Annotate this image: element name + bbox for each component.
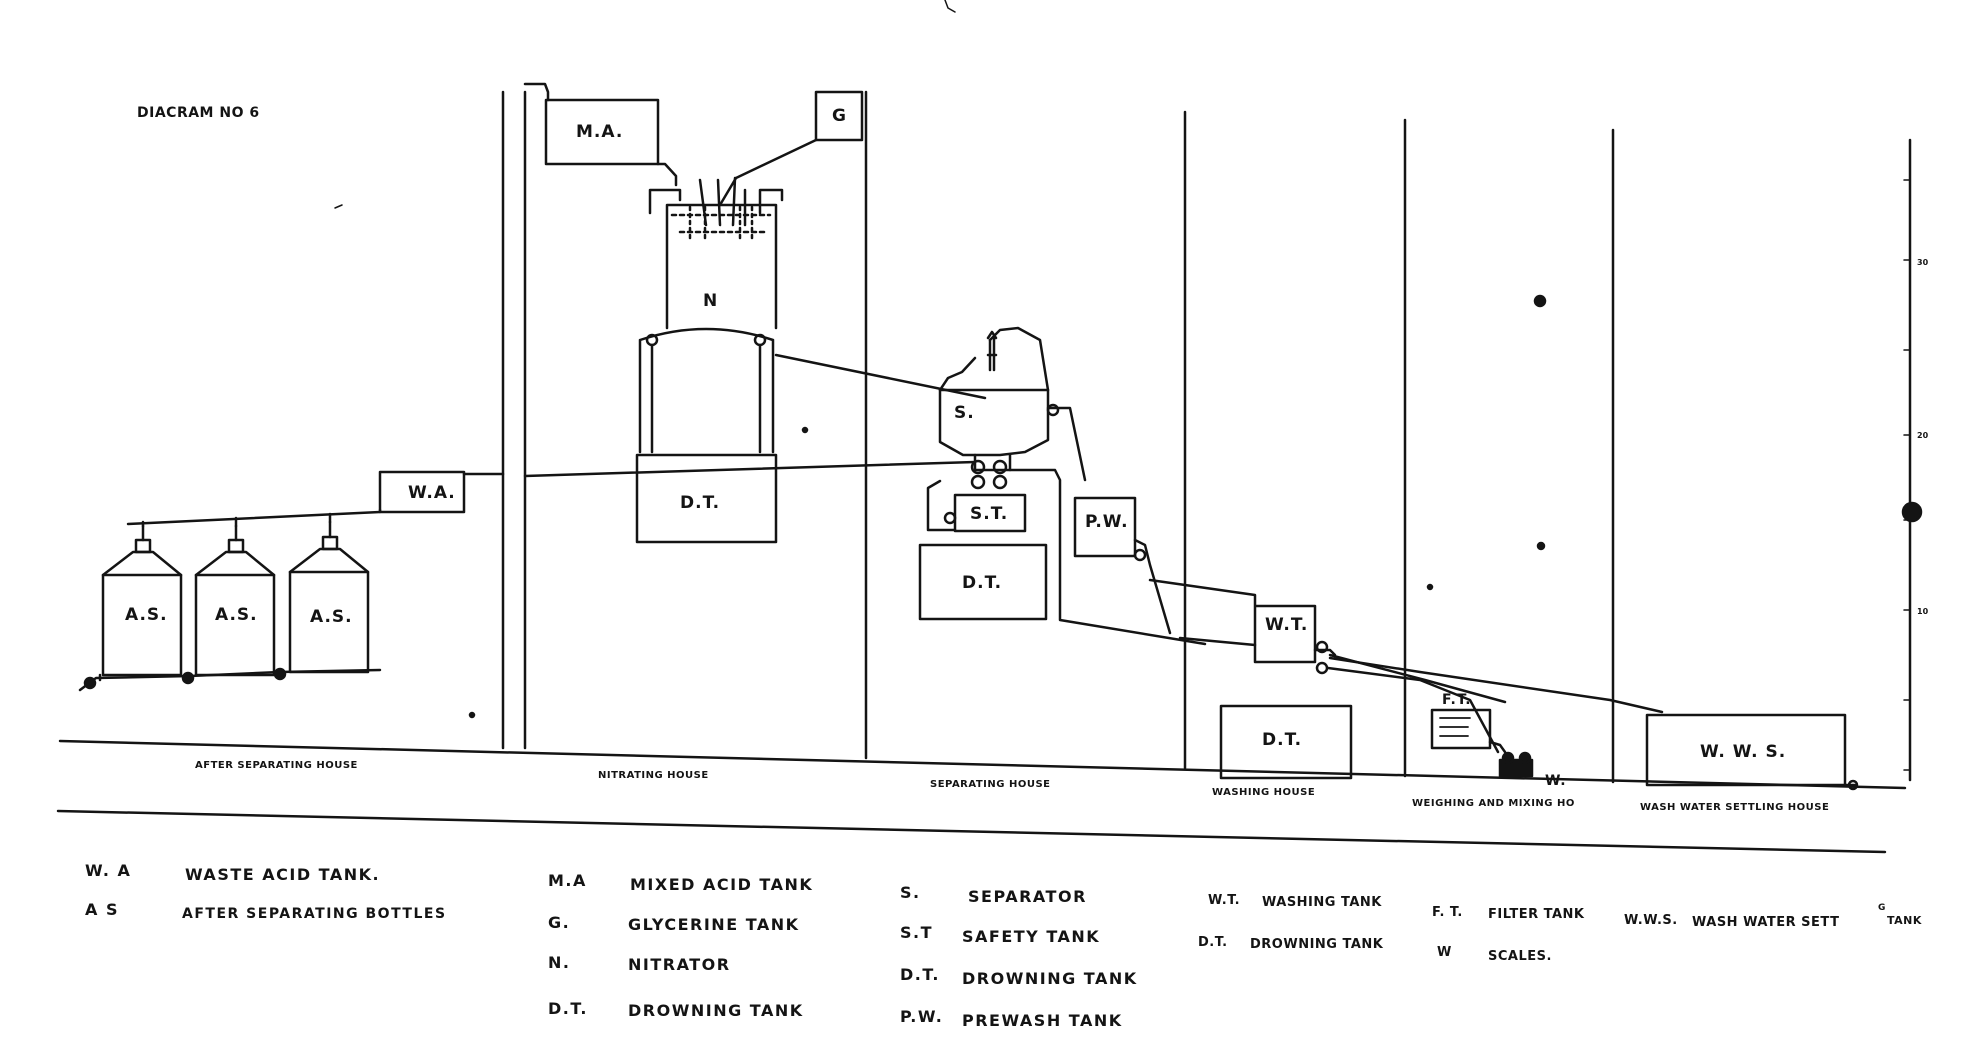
legend-code: S. xyxy=(900,883,921,902)
legend-code: W xyxy=(1437,945,1452,960)
legend-text: AFTER SEPARATING BOTTLES xyxy=(182,906,447,922)
tank-label-pw: P.W. xyxy=(1085,512,1129,532)
house-label-separating: SEPARATING HOUSE xyxy=(930,779,1050,790)
legend: W. A WASTE ACID TANK. A S AFTER SEPARATI… xyxy=(85,861,1922,1030)
scale-tick-10: 10 xyxy=(1917,607,1929,616)
tank-label-as-3: A.S. xyxy=(310,607,353,627)
house-label-wash-water: WASH WATER SETTLING HOUSE xyxy=(1640,802,1829,813)
legend-code: F. T. xyxy=(1432,905,1463,920)
as-bottle-3 xyxy=(288,520,370,674)
legend-text: WASH WATER SETT xyxy=(1692,915,1839,930)
legend-text: MIXED ACID TANK xyxy=(630,875,813,894)
separator xyxy=(938,326,1050,457)
house-label-after-separating: AFTER SEPARATING HOUSE xyxy=(195,760,358,771)
legend-text: WASTE ACID TANK. xyxy=(185,865,380,884)
legend-text: GLYCERINE TANK xyxy=(628,915,800,934)
legend-code: N. xyxy=(548,953,570,972)
legend-code: W. A xyxy=(85,861,131,880)
nitrator-lower xyxy=(638,327,775,454)
ma-tank xyxy=(544,98,660,166)
legend-text: DROWNING TANK xyxy=(1250,937,1384,952)
pw-tank xyxy=(1073,496,1137,558)
tank-label-dt-separating: D.T. xyxy=(962,573,1002,593)
tank-label-n: N xyxy=(703,291,718,311)
wa-tank xyxy=(378,470,466,514)
ground-line xyxy=(58,739,1907,790)
pipe-pw-to-wt xyxy=(1148,578,1257,607)
wws-tank xyxy=(1645,713,1847,787)
legend-text: DROWNING TANK xyxy=(628,1001,804,1020)
tank-label-ma: M.A. xyxy=(576,122,623,142)
tank-label-ft: F.T. xyxy=(1442,692,1472,708)
dt-washing xyxy=(1219,704,1353,780)
tank-label-as-2: A.S. xyxy=(215,605,258,625)
tank-label-wa: W.A. xyxy=(408,483,456,503)
scale-tick-30: 30 xyxy=(1917,258,1929,267)
pipe-long-to-wws xyxy=(1328,656,1664,714)
as-bottle-1 xyxy=(101,524,183,677)
legend-code: S.T xyxy=(900,923,933,942)
legend-code: D.T. xyxy=(548,999,588,1018)
legend-text: SEPARATOR xyxy=(968,887,1087,906)
wt-tank xyxy=(1253,604,1317,664)
nitrator xyxy=(665,203,778,330)
scales xyxy=(1498,751,1534,778)
pipe-wa-to-separating xyxy=(523,460,977,478)
tank-label-wt: W.T. xyxy=(1265,615,1308,635)
legend-text: SAFETY TANK xyxy=(962,927,1100,946)
as-bottle-2 xyxy=(194,524,276,677)
house-label-washing: WASHING HOUSE xyxy=(1212,787,1315,798)
legend-code: W.T. xyxy=(1208,893,1240,908)
ft-tank xyxy=(1430,708,1492,750)
legend-text: SCALES. xyxy=(1488,949,1552,964)
legend-text: WASHING TANK xyxy=(1262,895,1382,910)
tank-label-dt-nitrating: D.T. xyxy=(680,493,720,513)
legend-code: P.W. xyxy=(900,1007,943,1026)
dt-nitrating xyxy=(635,453,778,544)
legend-code: D.T. xyxy=(1198,935,1228,950)
tank-label-as-1: A.S. xyxy=(125,605,168,625)
legend-text: DROWNING TANK xyxy=(962,969,1138,988)
base-line xyxy=(56,809,1887,854)
legend-code: A S xyxy=(85,900,119,919)
house-label-weighing: WEIGHING AND MIXING HO xyxy=(1412,798,1575,809)
legend-code: M.A xyxy=(548,871,587,890)
diagram-title: DIACRAM NO 6 xyxy=(137,105,260,121)
as-header-pipe xyxy=(126,508,382,526)
dt-separating xyxy=(918,543,1048,621)
tank-label-dt-washing: D.T. xyxy=(1262,730,1302,750)
tank-label-g: G xyxy=(832,106,847,126)
legend-text: FILTER TANK xyxy=(1488,907,1585,922)
st-tank xyxy=(953,493,1027,533)
house-label-nitrating: NITRATING HOUSE xyxy=(598,770,709,781)
tank-label-w: W. xyxy=(1545,773,1567,789)
tank-label-s: S. xyxy=(954,403,975,423)
legend-code: D.T. xyxy=(900,965,940,984)
legend-code: G. xyxy=(548,913,570,932)
legend-text: NITRATOR xyxy=(628,955,731,974)
tank-label-wws: W. W. S. xyxy=(1700,742,1786,762)
tank-label-st: S.T. xyxy=(970,504,1008,524)
scale-tick-20: 20 xyxy=(1917,431,1929,440)
legend-text: PREWASH TANK xyxy=(962,1011,1123,1030)
legend-code: W.W.S. xyxy=(1624,913,1678,928)
legend-code: G xyxy=(1878,903,1885,913)
g-tank xyxy=(814,90,864,142)
legend-text: TANK xyxy=(1887,914,1922,927)
